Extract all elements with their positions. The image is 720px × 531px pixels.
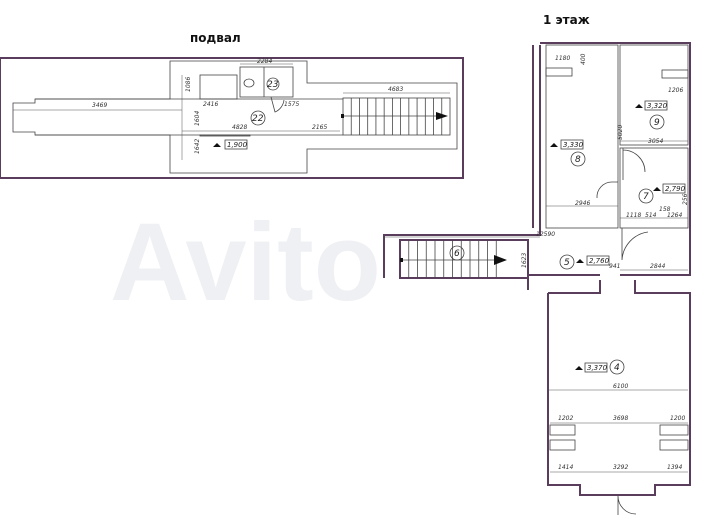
svg-text:4683: 4683 — [388, 86, 403, 93]
floor1-title: 1 этаж — [543, 13, 590, 27]
svg-text:3,330: 3,330 — [563, 141, 584, 149]
svg-text:1264: 1264 — [667, 212, 682, 219]
door-icon — [621, 228, 649, 261]
room-6-label: 6 — [449, 245, 465, 261]
svg-text:8: 8 — [575, 155, 581, 165]
svg-text:1200: 1200 — [670, 415, 685, 422]
svg-text:1202: 1202 — [558, 415, 573, 422]
floor1-plan: 1180 400 1206 3054 5020 2946 1118 514 15… — [383, 42, 691, 515]
basement-outline — [12, 60, 458, 174]
svg-text:12590: 12590 — [536, 231, 555, 238]
room-4-label: 3,370 4 — [575, 359, 625, 375]
stair-arrow-icon — [494, 255, 507, 265]
level-label: 1,900 — [227, 141, 248, 149]
room-9-label: 3,320 9 — [635, 100, 668, 130]
svg-text:1623: 1623 — [521, 253, 528, 268]
svg-text:1206: 1206 — [668, 87, 683, 94]
svg-text:5020: 5020 — [617, 125, 624, 140]
svg-text:256: 256 — [682, 193, 689, 205]
svg-text:3,320: 3,320 — [647, 102, 668, 110]
room-9 — [619, 44, 689, 146]
room-number: 23 — [267, 80, 279, 90]
svg-text:3469: 3469 — [92, 102, 107, 109]
svg-text:2946: 2946 — [575, 200, 590, 207]
room-8 — [545, 44, 619, 229]
svg-text:1604: 1604 — [194, 111, 201, 126]
toilet-icon — [243, 78, 255, 88]
svg-text:1394: 1394 — [667, 464, 682, 471]
room-7 — [619, 147, 689, 229]
basement-plan: 2284 1086 3469 2416 1575 4683 1604 4828 … — [0, 57, 464, 179]
svg-text:1642: 1642 — [194, 139, 201, 154]
room-7-label: 7 2,790 — [638, 183, 686, 204]
room-23-wc — [239, 66, 294, 98]
room-8-label: 3,330 8 — [550, 139, 586, 167]
room-number: 22 — [252, 114, 264, 124]
svg-text:5: 5 — [564, 258, 570, 268]
svg-text:1575: 1575 — [284, 101, 299, 108]
svg-text:2165: 2165 — [312, 124, 327, 131]
svg-text:3698: 3698 — [613, 415, 628, 422]
basement-border — [0, 57, 464, 179]
door-icon — [270, 96, 285, 113]
svg-text:2284: 2284 — [257, 58, 272, 65]
svg-text:1086: 1086 — [185, 77, 192, 92]
svg-text:158: 158 — [659, 206, 671, 213]
svg-text:9: 9 — [654, 118, 660, 128]
svg-text:400: 400 — [580, 53, 587, 65]
svg-text:2,760: 2,760 — [589, 257, 610, 265]
room-5-label: 5 2,760 — [559, 254, 610, 270]
svg-text:2,790: 2,790 — [665, 185, 686, 193]
svg-text:6100: 6100 — [613, 383, 628, 390]
svg-text:4828: 4828 — [232, 124, 247, 131]
svg-text:1118: 1118 — [626, 212, 641, 219]
svg-text:4: 4 — [614, 363, 620, 373]
door-icon — [622, 148, 646, 180]
level-mark-icon — [213, 143, 221, 147]
svg-text:1414: 1414 — [558, 464, 573, 471]
svg-text:2416: 2416 — [203, 101, 218, 108]
svg-text:6: 6 — [454, 249, 460, 259]
basement-title: подвал — [190, 31, 241, 45]
watermark: Avito — [110, 201, 381, 324]
floor1-stairs — [399, 239, 529, 279]
svg-text:3054: 3054 — [648, 138, 663, 145]
svg-text:2844: 2844 — [650, 263, 665, 270]
stair-arrow-icon — [436, 112, 448, 120]
basement-stairs — [341, 97, 451, 136]
door-icon — [596, 181, 618, 199]
svg-text:3292: 3292 — [613, 464, 628, 471]
svg-text:7: 7 — [643, 192, 649, 202]
svg-text:941: 941 — [609, 263, 620, 270]
svg-text:514: 514 — [645, 212, 657, 219]
entrance-door-icon — [617, 495, 637, 515]
room-4 — [547, 280, 691, 496]
svg-text:1180: 1180 — [555, 55, 570, 62]
svg-text:3,370: 3,370 — [587, 364, 608, 372]
